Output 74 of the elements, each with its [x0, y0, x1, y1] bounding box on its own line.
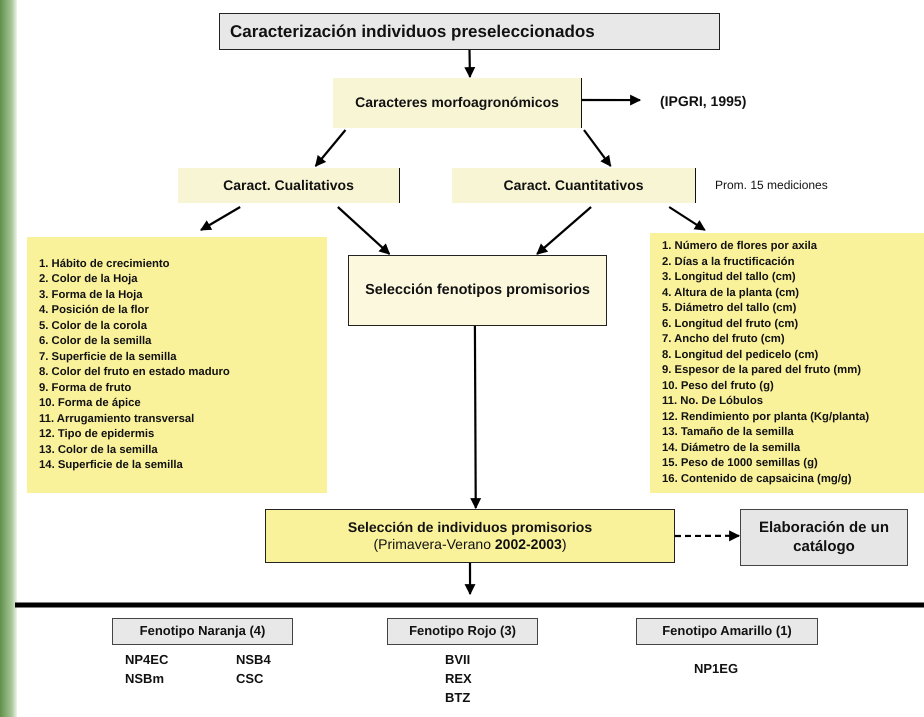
- process-box: [348, 255, 607, 326]
- arrow: [200, 206, 241, 231]
- arrow: [536, 206, 592, 255]
- group-header-box: [636, 618, 818, 645]
- arrow: [314, 129, 346, 167]
- node-label: (Primavera-Verano 2002-2003): [372, 536, 568, 554]
- node-label: Fenotipo Amarillo (1): [661, 623, 793, 640]
- list-item: 12. Rendimiento por planta (Kg/planta): [662, 410, 870, 424]
- trait-list-panel: [27, 237, 327, 493]
- list-item: 3. Forma de la Hoja: [39, 288, 144, 302]
- node-label: Fenotipo Rojo (3): [408, 623, 517, 640]
- arrow: [675, 530, 740, 542]
- reference-text: (IPGRI, 1995): [660, 93, 748, 111]
- output-box: [740, 509, 908, 566]
- list-item: 15. Peso de 1000 semillas (g): [662, 456, 819, 471]
- list-item: 13. Tamaño de la semilla: [662, 425, 795, 440]
- process-box: [333, 78, 582, 128]
- list-item: 4. Altura de la planta (cm): [662, 286, 800, 300]
- list-item: 6. Longitud del fruto (cm): [662, 316, 800, 332]
- list-item: 2. Días a la fructificación: [662, 254, 796, 270]
- list-item: 12. Tipo de epidermis: [39, 427, 156, 442]
- arrow: [337, 206, 390, 255]
- variety-code: BVII: [445, 652, 470, 667]
- title-box: [219, 13, 720, 50]
- list-item: 8. Longitud del pedicelo (cm): [662, 348, 820, 362]
- arrow: [464, 50, 476, 78]
- list-item: 9. Espesor de la pared del fruto (mm): [662, 363, 862, 378]
- node-label: Caract. Cualitativos: [222, 176, 355, 194]
- variety-code: BTZ: [445, 690, 470, 705]
- arrow: [583, 129, 612, 167]
- list-item: 9. Forma de fruto: [39, 380, 132, 396]
- list-item: 14. Diámetro de la semilla: [662, 440, 802, 456]
- variety-code: REX: [445, 671, 472, 686]
- variety-code: NSBm: [125, 671, 164, 686]
- category-box: [178, 168, 400, 203]
- list-item: 1. Hábito de crecimiento: [39, 256, 171, 272]
- note-text: Prom. 15 mediciones: [715, 178, 828, 192]
- list-item: 14. Superficie de la semilla: [39, 458, 184, 473]
- list-item: 7. Ancho del fruto (cm): [662, 332, 786, 347]
- variety-code: NP4EC: [125, 652, 168, 667]
- list-item: 11. Arrugamiento transversal: [39, 412, 196, 426]
- list-item: 1. Número de flores por axila: [662, 239, 818, 254]
- node-label: Caracteres morfoagronómicos: [354, 94, 560, 112]
- trait-list-panel: [650, 233, 924, 493]
- arrow: [464, 563, 476, 596]
- list-item: 6. Color de la semilla: [39, 334, 152, 349]
- variety-code: NSB4: [236, 652, 271, 667]
- variety-code: NP1EG: [694, 661, 738, 676]
- arrow: [470, 326, 482, 510]
- arrow: [668, 206, 706, 231]
- category-box: [452, 168, 696, 203]
- list-item: 10. Forma de ápice: [39, 396, 142, 411]
- group-header-box: [112, 618, 293, 645]
- group-header-box: [387, 618, 538, 645]
- list-item: 2. Color de la Hoja: [39, 272, 139, 287]
- list-item: 7. Superficie de la semilla: [39, 350, 178, 364]
- list-item: 3. Longitud del tallo (cm): [662, 270, 797, 285]
- list-item: 4. Posición de la flor: [39, 303, 150, 318]
- node-label: Caracterización individuos preseleccionados: [230, 20, 596, 42]
- node-label: Caract. Cuantitativos: [502, 176, 645, 194]
- list-item: 10. Peso del fruto (g): [662, 378, 775, 394]
- node-label: Selección fenotipos promisorios: [364, 281, 591, 300]
- list-item: 11. No. De Lóbulos: [662, 394, 764, 409]
- node-label: Fenotipo Naranja (4): [138, 623, 266, 640]
- node-label: Elaboración de un catálogo: [758, 518, 890, 556]
- list-item: 13. Color de la semilla: [39, 442, 159, 458]
- arrow: [582, 94, 642, 106]
- list-item: 5. Color de la corola: [39, 318, 148, 334]
- list-item: 5. Diámetro del tallo (cm): [662, 301, 798, 316]
- list-item: 16. Contenido de capsaicina (mg/g): [662, 472, 853, 486]
- node-label: Selección de individuos promisorios: [346, 518, 594, 536]
- process-box: [265, 509, 675, 563]
- list-item: 8. Color del fruto en estado maduro: [39, 365, 231, 380]
- variety-code: CSC: [236, 671, 264, 686]
